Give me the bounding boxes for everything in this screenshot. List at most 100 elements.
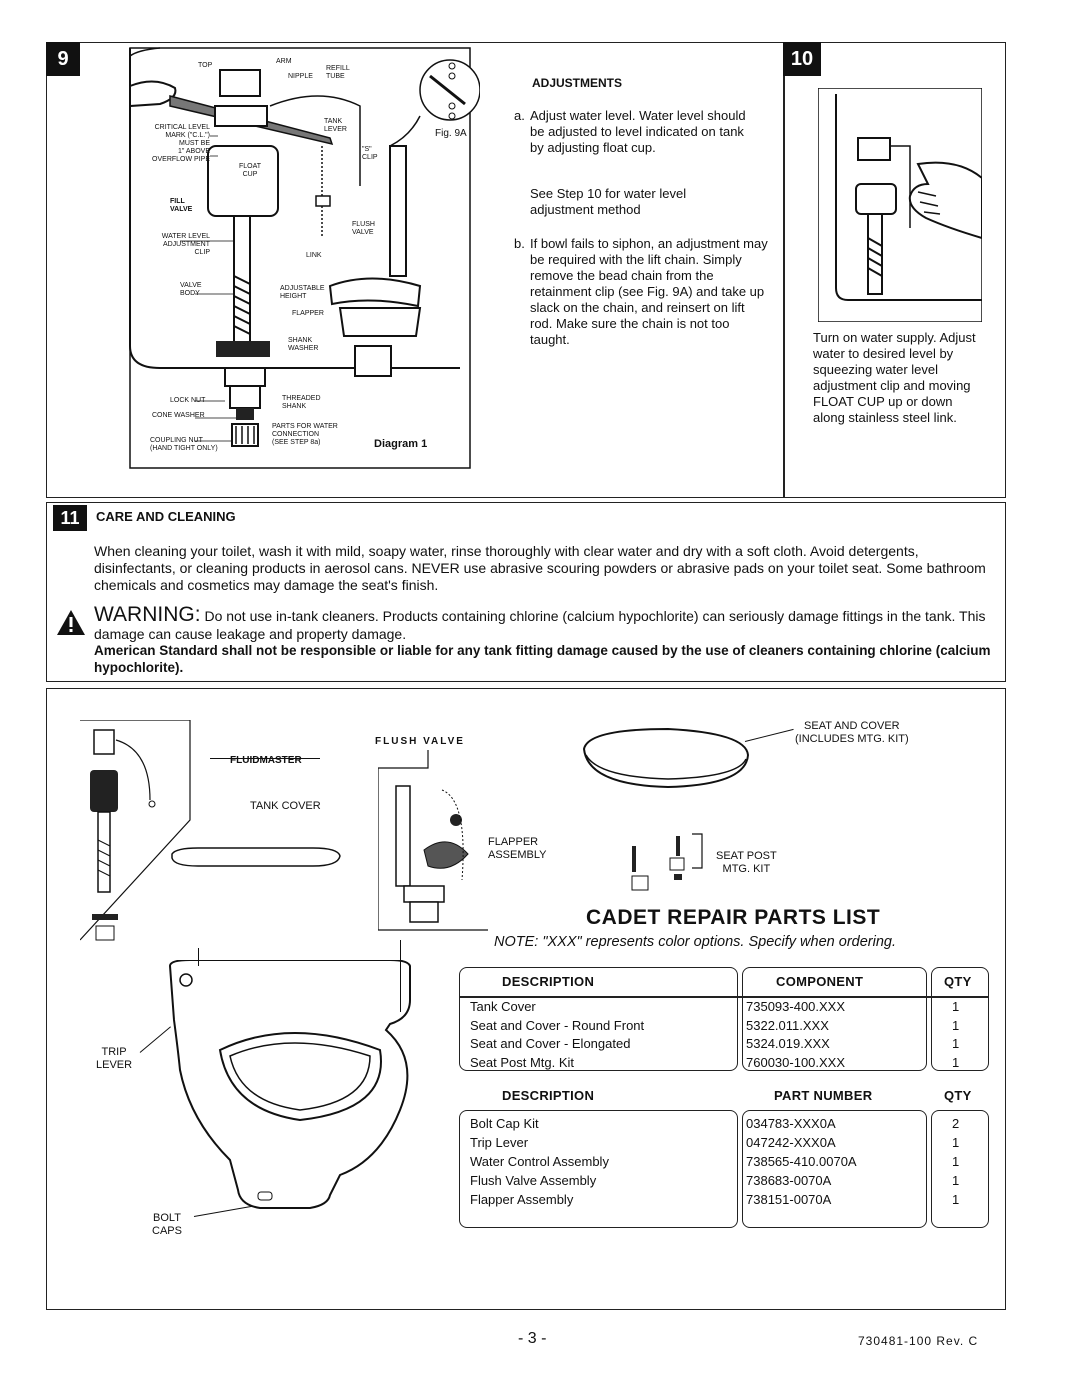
table1-description-panel (459, 967, 738, 1071)
warning-word: WARNING: (94, 603, 201, 626)
table1-component-panel (742, 967, 927, 1071)
callout-seat-cover: SEAT AND COVER (INCLUDES MTG. KIT) (795, 720, 909, 745)
label-coupling-nut: COUPLING NUT (HAND TIGHT ONLY) (150, 437, 218, 452)
care-cleaning-paragraph: When cleaning your toilet, wash it with … (94, 543, 986, 593)
table1-row-part: 735093-400.XXX (746, 999, 846, 1014)
table2-row-part: 738565-410.0070A (746, 1154, 857, 1169)
table2-row-desc: Flapper Assembly (470, 1192, 574, 1207)
table2-header-qty: QTY (944, 1088, 972, 1103)
adjust-b-prefix: b. (514, 236, 525, 251)
parts-frame (46, 688, 1006, 1310)
table1-header-component: COMPONENT (776, 974, 864, 989)
table1-row-part: 5322.011.XXX (746, 1018, 829, 1033)
table1-row-qty: 1 (952, 1055, 960, 1070)
label-valve-body: VALVE BODY (180, 282, 202, 297)
table2-row-desc: Flush Valve Assembly (470, 1173, 597, 1188)
label-tank-lever: TANK LEVER (324, 118, 347, 133)
step-9-10-frame (46, 42, 1006, 498)
flush-valve-illustration (378, 750, 488, 931)
warning-icon (57, 610, 85, 635)
label-flush-valve: FLUSH VALVE (352, 221, 375, 236)
fluidmaster-leader (210, 758, 320, 759)
step-10-text: Turn on water supply. Adjust water to de… (813, 330, 976, 425)
table2-row-qty: 1 (952, 1173, 960, 1188)
arrow-flush (400, 940, 401, 1012)
table2-row-part: 738683-0070A (746, 1173, 832, 1188)
label-s-clip: "S" CLIP (362, 146, 378, 161)
warning-text: Do not use in-tank cleaners. Products co… (94, 608, 986, 642)
table1-header-qty: QTY (944, 974, 972, 989)
tank-cover-illustration (171, 847, 341, 867)
table2-row-qty: 1 (952, 1154, 960, 1169)
table2-header-description: DESCRIPTION (502, 1088, 595, 1103)
adjust-a-text: Adjust water level. Water level should b… (530, 108, 746, 155)
tank-diagram-illustration (129, 47, 480, 469)
warning-block: WARNING: Do not use in-tank cleaners. Pr… (94, 603, 999, 643)
table2-row-part: 034783-XXX0A (746, 1116, 836, 1131)
fig-9a-label: Fig. 9A (435, 128, 467, 139)
table2-row-part: 047242-XXX0A (746, 1135, 836, 1150)
callout-tank-cover: TANK COVER (250, 800, 321, 812)
callout-bolt-caps: BOLT CAPS (152, 1212, 182, 1237)
table1-row-desc: Seat and Cover - Elongated (470, 1036, 631, 1051)
diagram-1-label: Diagram 1 (374, 438, 428, 450)
parts-list-title: CADET REPAIR PARTS LIST (586, 906, 881, 929)
care-cleaning-title: CARE AND CLEANING (96, 509, 236, 524)
table1-row-qty: 1 (952, 1018, 960, 1033)
label-nipple: NIPPLE (288, 73, 313, 80)
page-number: - 3 - (518, 1330, 547, 1347)
table2-row-desc: Bolt Cap Kit (470, 1116, 539, 1131)
table1-row-qty: 1 (952, 999, 960, 1014)
table1-row-desc: Seat and Cover - Round Front (470, 1018, 645, 1033)
label-link: LINK (306, 252, 322, 259)
label-fill-valve: FILL VALVE (170, 198, 193, 213)
callout-trip-lever: TRIP LEVER (96, 1046, 133, 1071)
table1-row-part: 5324.019.XXX (746, 1036, 830, 1051)
callout-seat-post: SEAT POST MTG. KIT (716, 850, 777, 875)
label-water-level-clip: WATER LEVEL ADJUSTMENT CLIP (161, 233, 210, 256)
seat-cover-illustration (582, 727, 750, 789)
label-top: TOP (198, 62, 213, 69)
callout-flush-valve: FLUSH VALVE (375, 736, 465, 747)
callout-fluidmaster: FLUIDMASTER (230, 755, 302, 766)
table2-row-desc: Water Control Assembly (470, 1154, 609, 1169)
label-arm: ARM (276, 58, 292, 65)
adjust-a-prefix: a. (514, 108, 525, 123)
step-divider (783, 42, 785, 498)
adjust-b-text: If bowl fails to siphon, an adjustment m… (530, 236, 768, 347)
table1-row-qty: 1 (952, 1036, 960, 1051)
label-float-cup: FLOAT CUP (239, 163, 262, 178)
arrow-fluidmaster (198, 948, 199, 966)
fluidmaster-valve-illustration (80, 720, 191, 941)
table1-qty-panel (931, 967, 989, 1071)
table2-row-qty: 1 (952, 1192, 960, 1207)
table1-row-desc: Tank Cover (470, 999, 536, 1014)
label-shank-washer: SHANK WASHER (288, 337, 319, 352)
adjustments-title: ADJUSTMENTS (532, 76, 623, 90)
disclaimer-text: American Standard shall not be responsib… (94, 643, 991, 675)
table2-row-part: 738151-0070A (746, 1192, 832, 1207)
table2-row-desc: Trip Lever (470, 1135, 529, 1150)
table2-part-panel (742, 1110, 927, 1228)
step-11-number: 11 (53, 505, 87, 531)
label-adjustable-height: ADJUSTABLE HEIGHT (280, 285, 325, 300)
step-10-number: 10 (783, 42, 821, 76)
step-10-illustration (818, 88, 982, 322)
label-threaded-shank: THREADED SHANK (282, 395, 321, 410)
table1-row-part: 760030-100.XXX (746, 1055, 846, 1070)
table1-header-description: DESCRIPTION (502, 974, 595, 989)
toilet-illustration (168, 960, 411, 1209)
label-flapper: FLAPPER (292, 310, 324, 317)
table2-qty-panel (931, 1110, 989, 1228)
table1-header-rule (459, 996, 989, 998)
document-number: 730481-100 Rev. C (858, 1334, 979, 1348)
table2-description-panel (459, 1110, 738, 1228)
seat-post-kit-illustration (631, 833, 703, 891)
adjust-a-note: See Step 10 for water level adjustment m… (530, 186, 687, 217)
label-refill-tube: REFILL TUBE (326, 65, 350, 80)
step-9-number: 9 (46, 42, 80, 76)
table1-row-desc: Seat Post Mtg. Kit (470, 1055, 575, 1070)
parts-list-note: NOTE: "XXX" represents color options. Sp… (494, 934, 896, 950)
table2-row-qty: 2 (952, 1116, 960, 1131)
label-parts-water: PARTS FOR WATER CONNECTION (SEE STEP 8a) (272, 423, 338, 446)
